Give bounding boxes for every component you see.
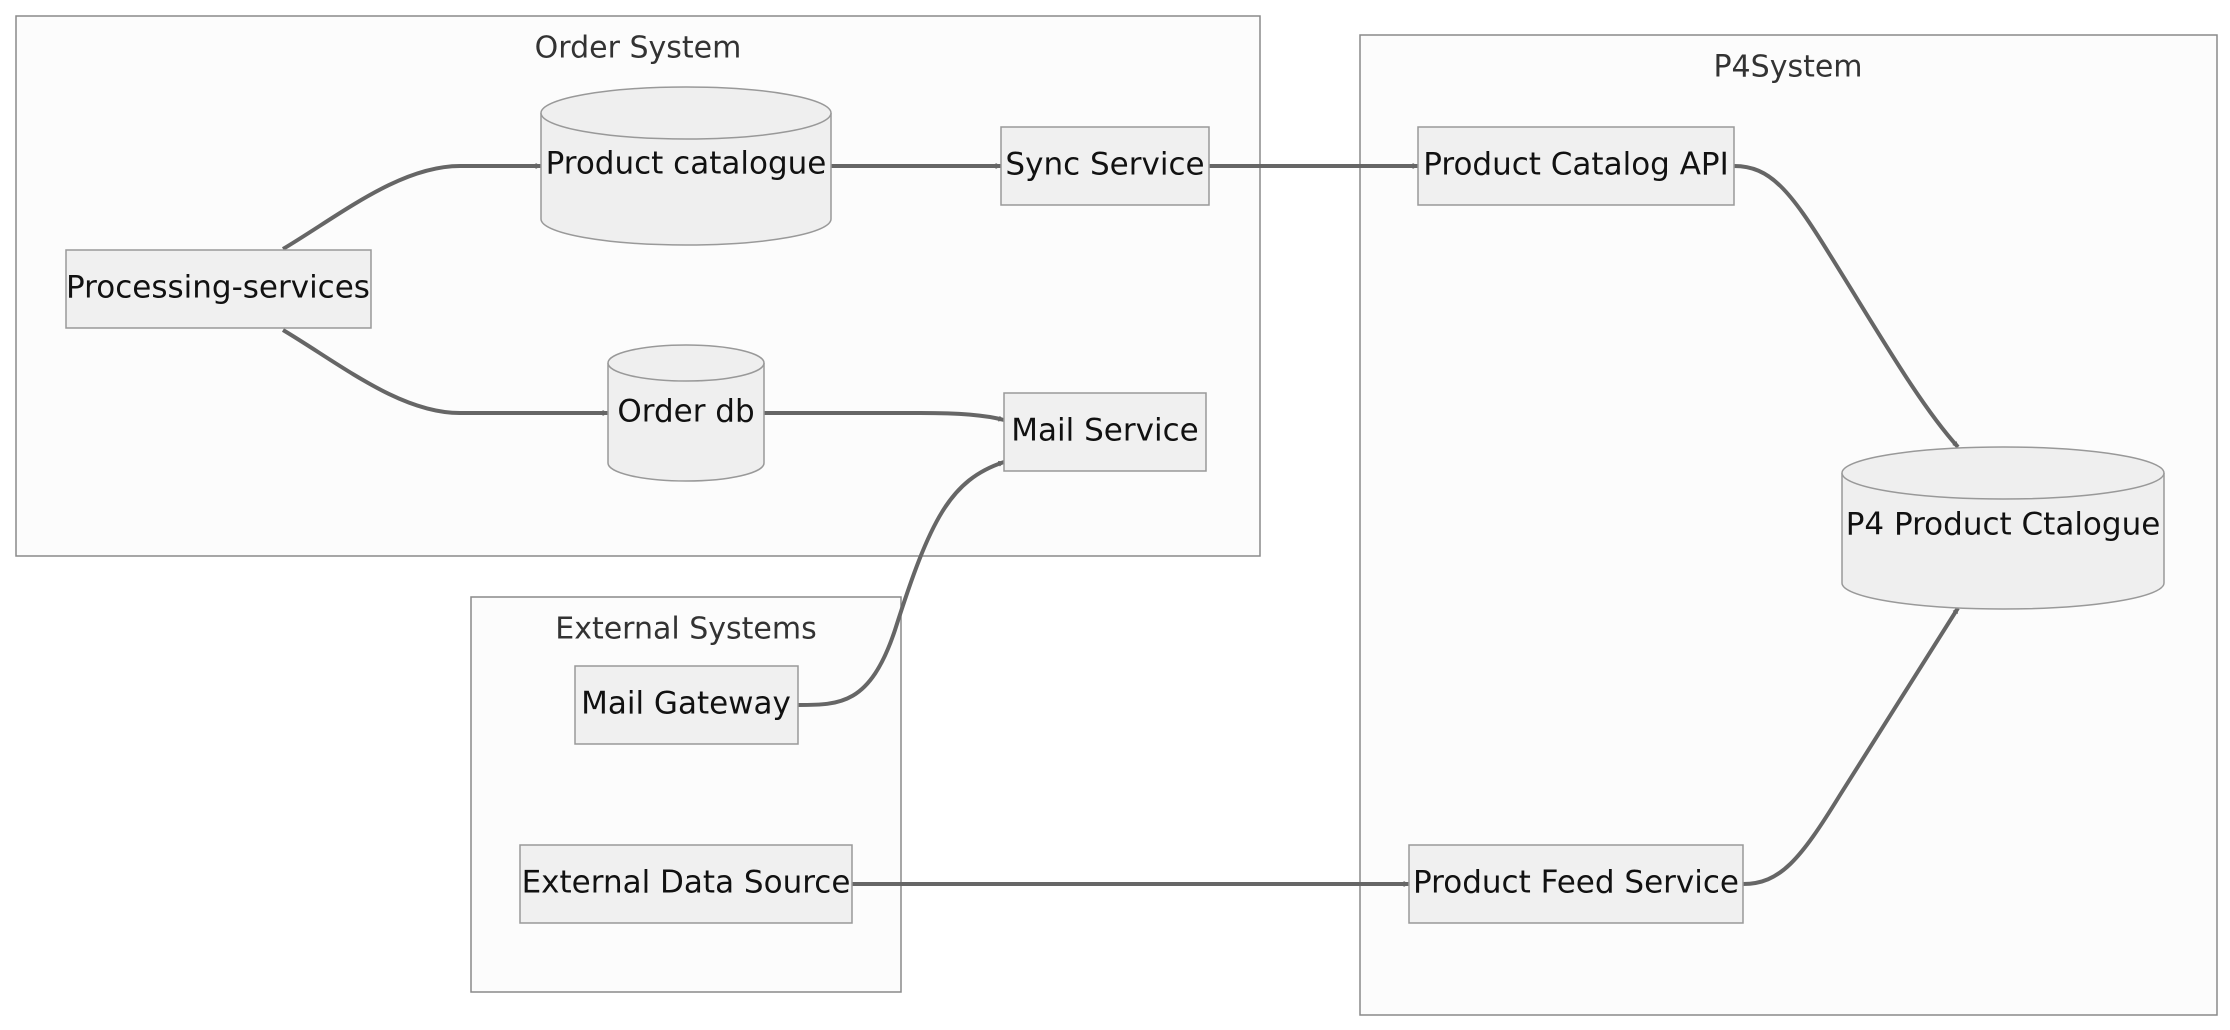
- node-mail-service-box: [1003, 392, 1207, 472]
- node-mail-service-label: Mail Service: [1011, 413, 1198, 449]
- node-sync-service[interactable]: Sync Service: [1000, 126, 1210, 206]
- node-mail-service[interactable]: Mail Service: [1003, 392, 1207, 472]
- node-external-data-source-label: External Data Source: [522, 865, 851, 901]
- node-processing-services-box: [65, 249, 372, 329]
- node-external-data-source[interactable]: External Data Source: [519, 844, 853, 924]
- node-mail-gateway[interactable]: Mail Gateway: [574, 665, 799, 745]
- cluster-external-systems: External Systems: [470, 596, 902, 993]
- node-p4-product-catalogue[interactable]: P4 Product Ctalogue: [1841, 446, 2165, 610]
- node-sync-service-box: [1000, 126, 1210, 206]
- node-product-catalog-api-box: [1417, 126, 1735, 206]
- cluster-external-systems-box: [470, 596, 902, 993]
- node-mail-gateway-box: [574, 665, 799, 745]
- edge-mail-gateway-to-mail-service: [797, 460, 1005, 707]
- node-product-feed-service-label: Product Feed Service: [1413, 865, 1739, 901]
- edges: [281, 163, 1960, 887]
- node-product-catalogue-cylinder: [540, 113, 832, 246]
- edge-processing-to-product-catalogue: [281, 163, 542, 251]
- edge-product-catalog-api-to-p4-catalogue: [1733, 164, 1960, 449]
- node-p4-product-catalogue-label: P4 Product Ctalogue: [1846, 507, 2161, 543]
- node-order-db-cylinder: [607, 363, 765, 482]
- node-product-catalogue-label: Product catalogue: [546, 146, 827, 182]
- node-product-catalogue[interactable]: Product catalogue: [540, 86, 832, 246]
- node-order-db-label: Order db: [617, 394, 754, 430]
- cluster-order-system-label: Order System: [535, 31, 742, 66]
- node-external-data-source-box: [519, 844, 853, 924]
- node-processing-services-label: Processing-services: [66, 270, 370, 306]
- node-p4-product-catalogue-cylinder: [1841, 473, 2165, 610]
- node-processing-services[interactable]: Processing-services: [65, 249, 372, 329]
- node-p4-product-catalogue-top: [1841, 446, 2165, 500]
- node-order-db[interactable]: Order db: [607, 344, 765, 482]
- node-mail-gateway-label: Mail Gateway: [581, 686, 791, 722]
- node-product-catalog-api-label: Product Catalog API: [1423, 147, 1729, 183]
- node-sync-service-label: Sync Service: [1005, 147, 1204, 183]
- edge-order-db-to-mail-service: [764, 411, 1005, 422]
- cluster-external-systems-label: External Systems: [555, 612, 817, 647]
- node-order-db-top: [607, 344, 765, 382]
- edge-product-feed-service-to-p4-catalogue: [1742, 606, 1960, 886]
- node-product-catalog-api[interactable]: Product Catalog API: [1417, 126, 1735, 206]
- node-product-feed-service[interactable]: Product Feed Service: [1408, 844, 1744, 924]
- node-product-catalogue-top: [540, 86, 832, 140]
- cluster-p4-system-label: P4System: [1713, 50, 1862, 85]
- node-product-feed-service-box: [1408, 844, 1744, 924]
- edge-processing-to-order-db: [281, 328, 609, 416]
